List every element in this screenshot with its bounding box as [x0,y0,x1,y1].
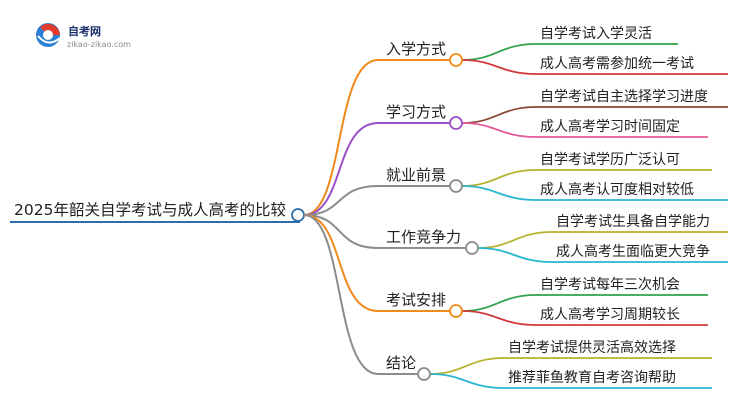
leaf-label: 成人高考学习时间固定 [540,118,680,135]
branches: 入学方式自学考试入学灵活成人高考需参加统一考试学习方式自学考试自主选择学习进度成… [303,26,728,389]
branch-label: 考试安排 [386,291,446,309]
logo-title: 自考网 [68,24,101,38]
leaf-node: 成人高考学习周期较长 [461,306,708,326]
leaf-node: 自学考试每年三次机会 [461,277,708,312]
leaf-node: 自学考试自主选择学习进度 [461,89,728,124]
logo: 自考网 zikao-zikao.com [36,23,131,49]
branch-connector [303,214,466,249]
root-label: 2025年韶关自学考试与成人高考的比较 [14,201,286,219]
branch-node [449,53,463,67]
branch-label: 工作竞争力 [386,228,461,246]
leaf-connector [461,169,712,187]
leaf-node: 自学考试生具备自学能力 [477,213,728,249]
leaf-connector [461,106,728,124]
leaf-connector [477,247,728,263]
leaf-connector [461,59,728,75]
leaf-node: 自学考试入学灵活 [461,26,678,61]
leaf-connector [461,294,708,312]
logo-icon [36,23,61,47]
branch-label: 就业前景 [386,166,446,184]
leaf-label: 自学考试生具备自学能力 [556,213,710,230]
leaf-connector [429,357,712,375]
branch-connector [303,214,450,312]
leaf-node: 成人高考学习时间固定 [461,118,708,138]
leaf-connector [477,231,728,249]
leaf-label: 成人高考生面临更大竞争 [556,243,710,260]
leaf-connector [429,373,712,389]
leaf-label: 自学考试学历广泛认可 [540,152,680,168]
branch-connector [303,214,418,375]
branch-node [465,241,479,255]
logo-subtitle: zikao-zikao.com [67,40,131,49]
branch-label: 入学方式 [386,40,446,58]
leaf-label: 自学考试提供灵活高效选择 [508,339,676,356]
branch-node [417,367,431,381]
branch-node [449,304,463,318]
leaf-node: 成人高考认可度相对较低 [461,181,728,201]
leaf-label: 推荐菲鱼教育自考咨询帮助 [508,369,676,386]
branch-node [449,179,463,193]
leaf-label: 成人高考学习周期较长 [540,306,680,323]
leaf-connector [461,185,728,201]
branch-connector [303,59,450,216]
branch-connector [303,185,450,216]
leaf-node: 成人高考需参加统一考试 [461,55,728,75]
leaf-label: 自学考试入学灵活 [540,26,652,42]
root-node: 2025年韶关自学考试与成人高考的比较 [10,201,305,223]
branch-label: 学习方式 [386,103,446,121]
leaf-connector [461,43,678,61]
branch-label: 结论 [386,354,416,372]
leaf-connector [461,310,708,326]
branch-connector [303,122,450,216]
leaf-label: 自学考试每年三次机会 [540,277,680,293]
leaf-connector [461,122,708,138]
leaf-label: 成人高考认可度相对较低 [540,181,694,198]
leaf-node: 成人高考生面临更大竞争 [477,243,728,263]
leaf-node: 自学考试学历广泛认可 [461,152,712,187]
leaf-label: 成人高考需参加统一考试 [540,55,694,72]
leaf-node: 推荐菲鱼教育自考咨询帮助 [429,369,712,389]
root-connector [291,208,305,222]
branch-node [449,116,463,130]
leaf-label: 自学考试自主选择学习进度 [540,89,708,105]
leaf-node: 自学考试提供灵活高效选择 [429,339,712,375]
